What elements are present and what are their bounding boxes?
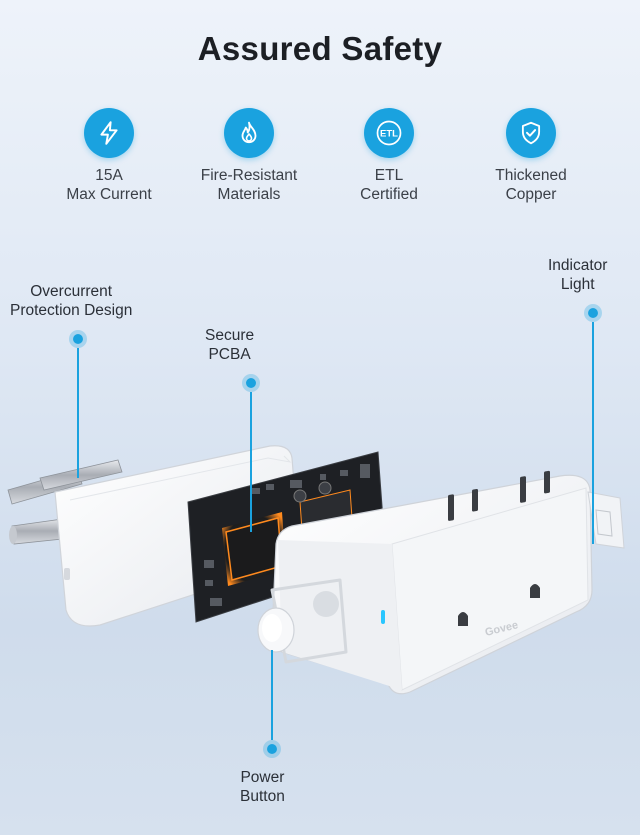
power-button-assembly (257, 578, 348, 664)
indicator-light (381, 610, 385, 624)
etl-certified-icon: ETL (364, 108, 414, 158)
callout-line2: Light (560, 276, 595, 293)
feature-label-line1: Thickened (495, 167, 567, 184)
callout-marker-pcba (242, 374, 260, 392)
exploded-plug-illustration: Govee (7, 445, 625, 695)
callout-overcurrent: Overcurrent Protection Design (10, 282, 132, 320)
callout-pcba: Secure PCBA (205, 326, 254, 364)
lightning-bolt-icon (84, 108, 134, 158)
callout-line1: Power (240, 769, 285, 786)
callout-line2: Protection Design (10, 302, 133, 319)
feature-label-line2: Certified (360, 186, 418, 203)
feature-label-line2: Materials (217, 186, 281, 203)
shield-check-icon (506, 108, 556, 158)
callout-line1: Indicator (548, 257, 608, 274)
callout-line1: Secure (205, 327, 255, 344)
callout-leader-pcba (250, 392, 252, 532)
callout-line1: Overcurrent (30, 283, 113, 300)
callout-line2: Button (240, 788, 285, 805)
feature-label-line1: Fire-Resistant (200, 167, 298, 184)
callout-marker-power (263, 740, 281, 758)
outlet-1 (448, 489, 478, 626)
plug-prongs (7, 459, 123, 545)
callout-leader-indicator (592, 322, 594, 544)
callout-leader-overcurrent (77, 348, 79, 478)
flame-icon (224, 108, 274, 158)
plug-front-body: Govee (271, 470, 625, 695)
page-title: Assured Safety (197, 30, 443, 67)
callout-leader-power (271, 650, 273, 740)
outlet-2 (520, 470, 550, 598)
callout-indicator: Indicator Light (548, 256, 607, 294)
callout-line2: PCBA (208, 346, 251, 363)
feature-etl-certified: ETL ETL Certified (319, 108, 459, 204)
callout-marker-overcurrent (69, 330, 87, 348)
feature-label-line2: Max Current (66, 186, 152, 203)
feature-label-line2: Copper (505, 186, 557, 203)
callout-marker-indicator (584, 304, 602, 322)
feature-label-line1: 15A (95, 167, 123, 184)
feature-max-current: 15A Max Current (39, 108, 179, 204)
callout-power: Power Button (240, 768, 285, 806)
feature-label-line1: ETL (374, 167, 404, 184)
svg-text:ETL: ETL (380, 129, 398, 140)
